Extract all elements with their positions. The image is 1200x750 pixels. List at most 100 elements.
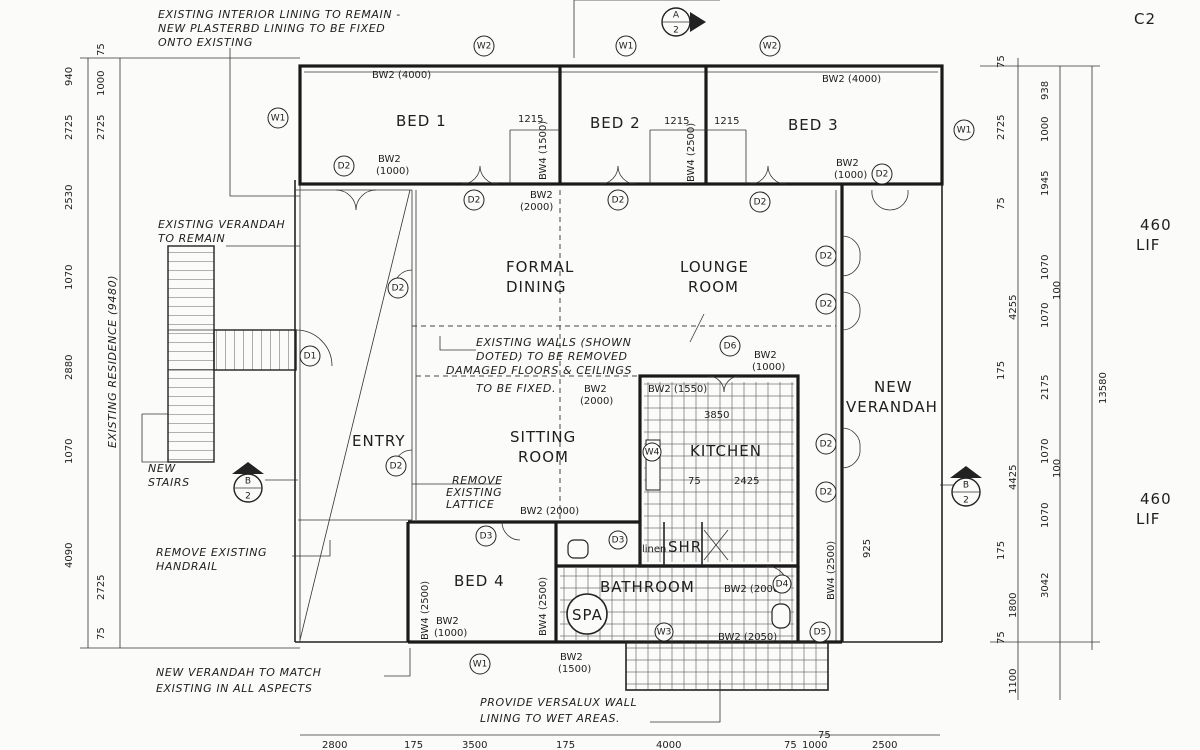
svg-text:TO BE FIXED.: TO BE FIXED. [476,382,556,395]
room-bed3: BED 3 [788,116,839,134]
right-dimensions: 75 938 1000 2725 75 1945 1070 1070 175 2… [996,55,1109,694]
svg-text:2500: 2500 [872,740,897,750]
tag-d2-entry: D2 [385,455,407,477]
svg-text:EXISTING WALLS (SHOWN: EXISTING WALLS (SHOWN [476,336,631,349]
svg-text:2175: 2175 [1040,375,1051,400]
svg-text:W1: W1 [473,660,488,670]
note-new-verandah-match: NEW VERANDAH TO MATCH EXISTING IN ALL AS… [156,666,321,695]
room-lounge-1: LOUNGE [680,258,749,276]
tag-d2-c: D2 [749,191,771,213]
room-linen: linen [642,544,666,555]
svg-text:PROVIDE VERSALUX WALL: PROVIDE VERSALUX WALL [480,696,637,709]
dim-1215-b: 1215 [664,116,689,127]
tag-d2-r1: D2 [815,245,837,267]
room-shr: SHR [668,538,702,556]
svg-text:2: 2 [673,26,679,36]
label-bw2-4000-a: BW2 (4000) [372,70,431,81]
svg-text:D2: D2 [338,162,351,172]
room-new-verandah-2: VERANDAH [846,398,938,416]
label-bw4-2500-right: BW4 (2500) [826,541,837,600]
svg-text:W2: W2 [477,42,492,52]
svg-text:A: A [673,11,680,21]
label-bw2-2000-lattice: BW2 (2000) [520,506,579,517]
svg-text:2: 2 [963,496,969,506]
verandah-outline [294,180,412,643]
new-stairs [141,245,297,463]
room-sitting-1: SITTING [510,428,576,446]
svg-text:B: B [245,477,251,487]
svg-text:3042: 3042 [1040,573,1051,598]
svg-text:2: 2 [245,492,251,502]
svg-text:2725: 2725 [996,115,1007,140]
svg-text:100: 100 [1052,281,1063,300]
svg-text:DOTED) TO BE REMOVED: DOTED) TO BE REMOVED [476,350,628,363]
section-marker-a: A 2 [661,7,706,37]
svg-text:2530: 2530 [64,185,75,210]
svg-text:W1: W1 [957,126,972,136]
svg-text:1070: 1070 [1040,303,1051,328]
label-bw2-1000: BW2 [378,154,401,165]
label-bw2-4000-b: BW2 (4000) [822,74,881,85]
label-bw2-1000-right-val: (1000) [834,170,867,181]
svg-text:D2: D2 [754,198,767,208]
svg-text:1070: 1070 [64,439,75,464]
svg-text:REMOVE EXISTING: REMOVE EXISTING [156,546,267,559]
svg-text:NEW: NEW [148,462,176,475]
svg-text:HANDRAIL: HANDRAIL [156,560,218,573]
svg-text:LIF: LIF [1136,510,1160,528]
svg-text:D1: D1 [304,352,317,362]
note-remove-handrail: REMOVE EXISTING HANDRAIL [156,546,267,573]
svg-text:W4: W4 [645,448,660,458]
svg-text:4425: 4425 [1008,465,1019,490]
bottom-dimensions: 2800 175 3500 175 4000 75 1000 2500 75 [322,730,897,750]
note-new-stairs: NEW STAIRS [148,462,189,489]
note-remove-lattice: REMOVE EXISTING LATTICE [446,474,502,511]
tag-d3-linen: D3 [608,530,628,550]
room-kitchen: KITCHEN [690,442,762,460]
svg-text:2800: 2800 [322,740,347,750]
svg-text:EXISTING: EXISTING [446,486,502,499]
tag-w2-left: W2 [473,35,495,57]
note-walls-removed: EXISTING WALLS (SHOWN DOTED) TO BE REMOV… [446,336,631,395]
svg-text:1070: 1070 [1040,439,1051,464]
svg-text:D3: D3 [480,532,493,542]
svg-text:2725: 2725 [96,115,107,140]
svg-text:460: 460 [1140,216,1172,234]
svg-text:D2: D2 [820,440,833,450]
svg-text:1100: 1100 [1008,669,1019,694]
dim-75: 75 [688,476,701,487]
svg-text:ONTO EXISTING: ONTO EXISTING [158,36,253,49]
label-bw2-1500-val: (1500) [558,664,591,675]
dimension-lines [80,57,1100,736]
svg-text:1800: 1800 [1008,593,1019,618]
svg-text:940: 940 [64,67,75,86]
section-marker-b-left: B 2 [232,462,264,503]
room-bed4: BED 4 [454,572,505,590]
svg-text:D3: D3 [612,536,625,546]
kitchen-tiles [644,382,794,562]
svg-text:D2: D2 [612,196,625,206]
tag-d1: D1 [299,345,321,367]
svg-text:75: 75 [818,730,831,741]
label-bw2-1000-bed4-val: (1000) [434,628,467,639]
room-bed2: BED 2 [590,114,641,132]
room-formal-dining-1: FORMAL [506,258,574,276]
tag-w1-right: W1 [953,119,975,141]
svg-text:LINING TO WET AREAS.: LINING TO WET AREAS. [480,712,620,725]
svg-text:NEW PLASTERBD LINING TO BE FIX: NEW PLASTERBD LINING TO BE FIXED [158,22,385,35]
leader-lines [226,48,721,723]
svg-text:13580: 13580 [1098,372,1109,404]
svg-text:D4: D4 [776,580,789,590]
label-bw2-2000: BW2 [530,190,553,201]
dim-1215-a: 1215 [518,114,543,125]
svg-text:D5: D5 [814,628,827,638]
svg-text:D2: D2 [390,462,403,472]
note-verandah-remain: EXISTING VERANDAH TO REMAIN [158,218,285,245]
tag-d6: D6 [719,335,741,357]
label-bw2-1000-kitchen: BW2 [754,350,777,361]
svg-text:4000: 4000 [656,740,681,750]
tag-d2-bed1: D2 [333,155,355,177]
note-interior-lining: EXISTING INTERIOR LINING TO REMAIN - NEW… [158,8,400,49]
svg-text:175: 175 [996,361,1007,380]
svg-text:D2: D2 [876,170,889,180]
